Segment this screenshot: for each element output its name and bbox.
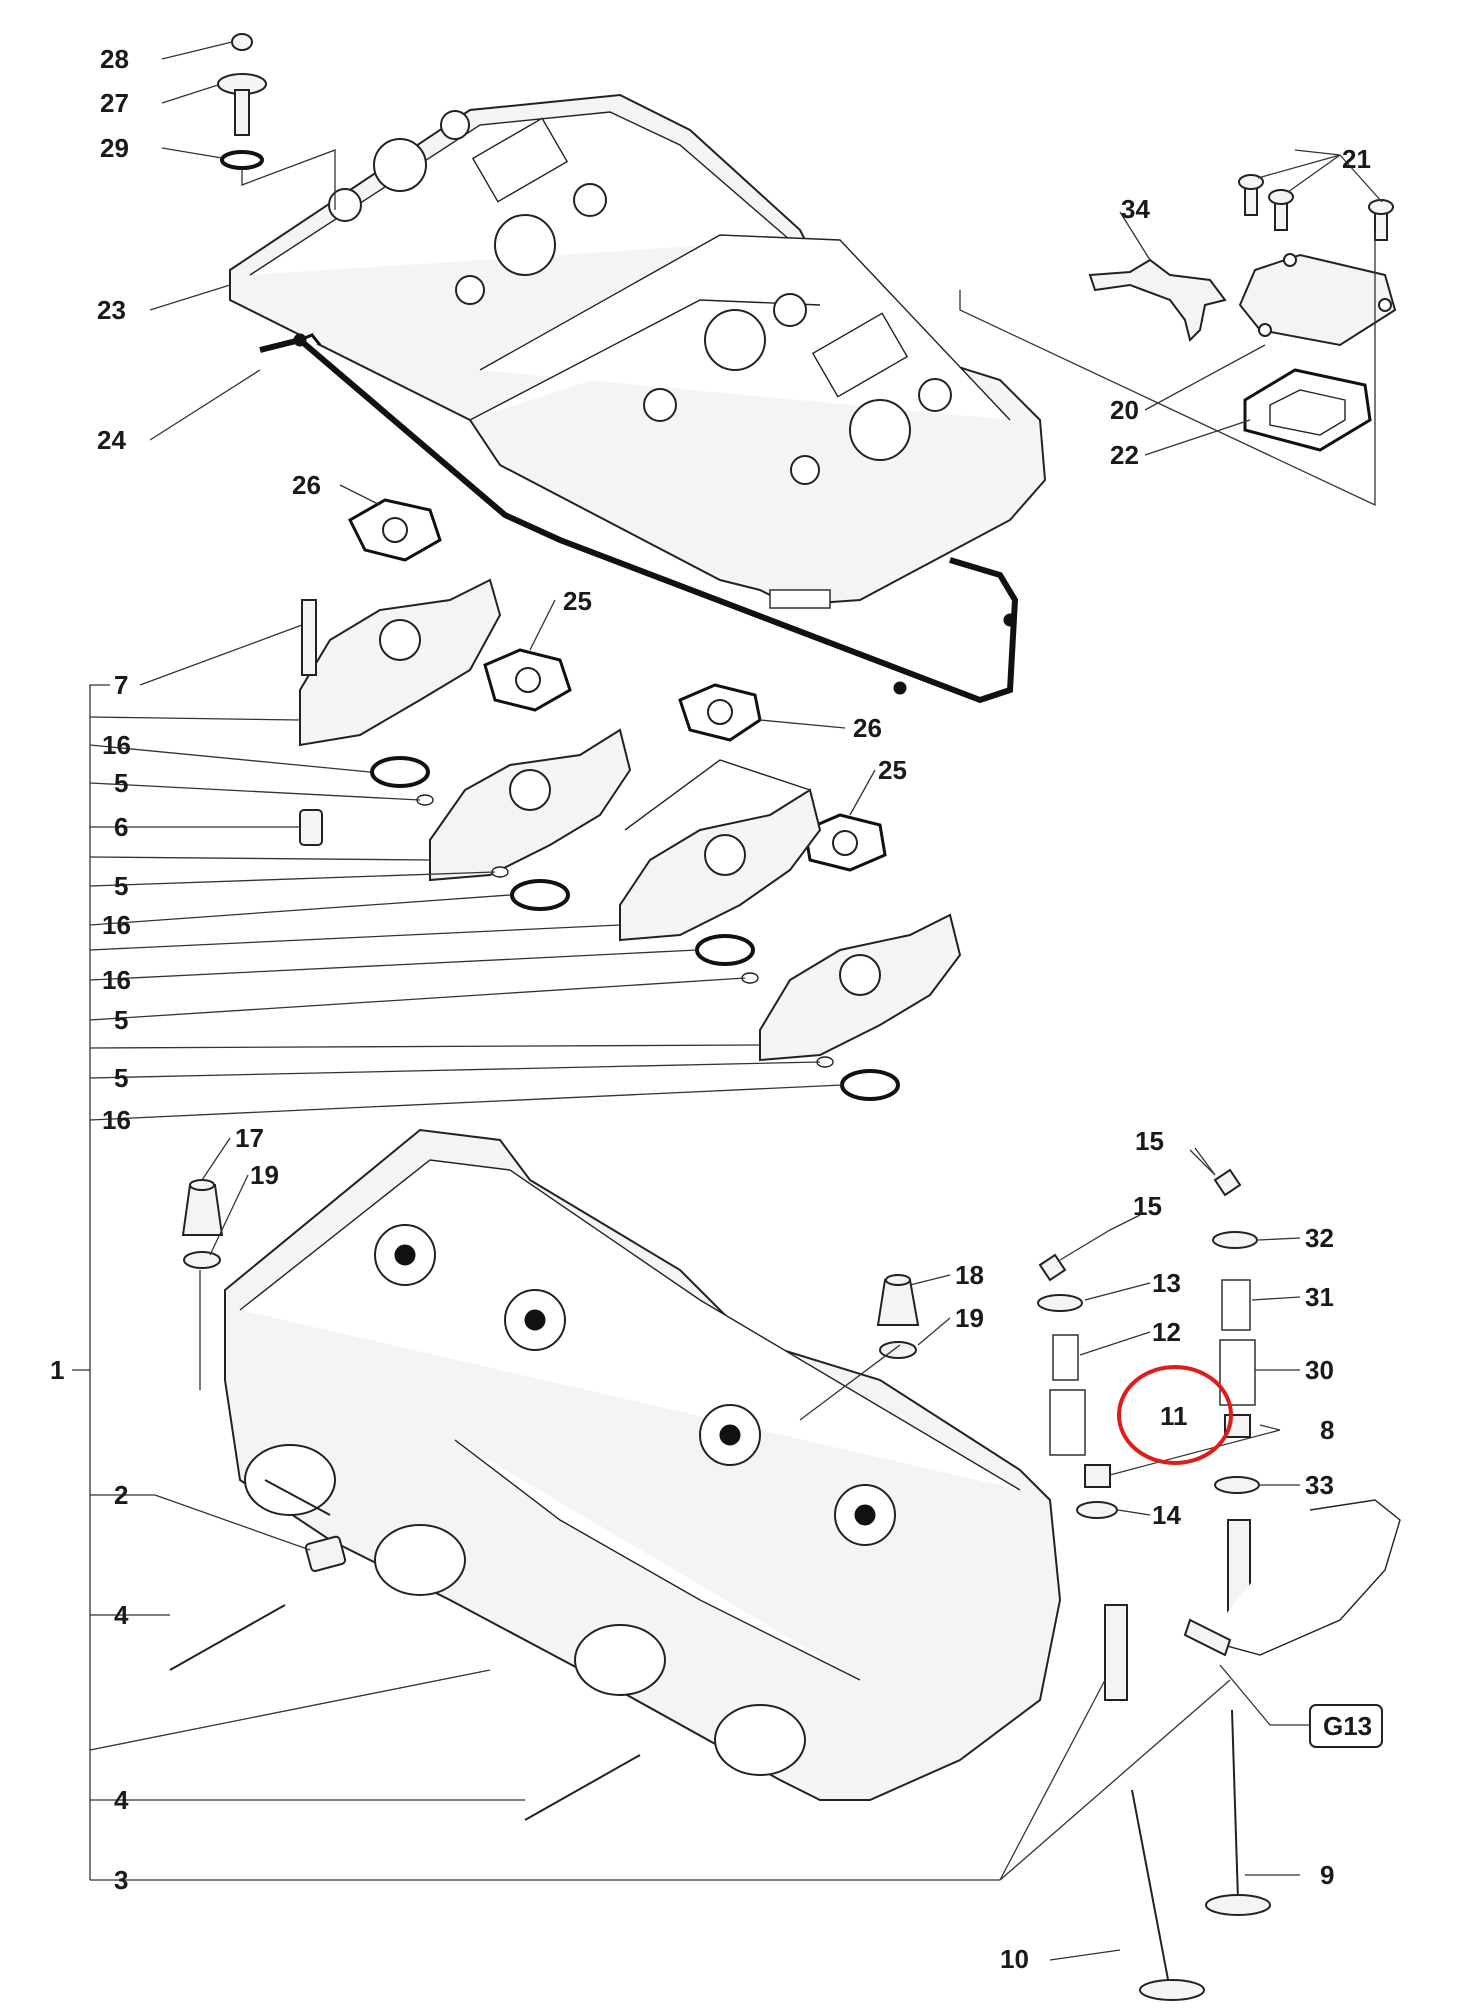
callout-30: 30 [1305,1355,1334,1385]
valve-cover [229,93,1047,609]
callout-32: 32 [1305,1223,1334,1253]
callout-4-a: 4 [114,1600,129,1630]
seat-14 [1076,1501,1118,1519]
callout-19-b: 19 [955,1303,984,1333]
callout-17: 17 [235,1123,264,1153]
callout-18: 18 [955,1260,984,1290]
callout-27: 27 [100,88,129,118]
cylinder-head [224,1128,1062,1801]
dowel-6 [299,809,323,846]
head-studs [169,1535,641,1821]
callout-13: 13 [1152,1268,1181,1298]
valve-guide-a [1104,1604,1128,1701]
plug-2 [304,1535,347,1573]
callout-25-upper: 25 [563,586,592,616]
highlight-circle-callout-11 [1117,1365,1233,1465]
oring-29 [220,150,264,170]
seal-18 [876,1279,920,1326]
cam-cap-gaskets [348,498,887,872]
callout-29: 29 [100,133,129,163]
callout-16-a: 16 [102,730,131,760]
breather-cover-20 [1238,253,1397,347]
callout-16-b: 16 [102,910,131,940]
spring-31 [1221,1279,1251,1331]
callout-labels: 28 27 29 23 24 26 25 26 25 34 21 20 22 7… [50,44,1371,1974]
callout-11: 11 [1160,1401,1188,1431]
callout-8: 8 [1320,1415,1334,1445]
callout-34: 34 [1121,194,1150,224]
breather-plate-34 [1088,258,1227,342]
valve-9 [1231,1709,1239,1901]
callout-22: 22 [1110,440,1139,470]
spring-11 [1049,1389,1086,1456]
callout-24: 24 [97,425,126,455]
callout-15-a: 15 [1133,1191,1162,1221]
valve-stem-seals [181,1179,920,1359]
reference-box-g13: G13 [1309,1704,1383,1748]
callout-16-c: 16 [102,965,131,995]
valve-train [1037,1168,1401,2001]
keeper-15a [1038,1253,1067,1282]
callout-2: 2 [114,1480,128,1510]
callout-5-c: 5 [114,1005,128,1035]
callout-21: 21 [1342,144,1371,174]
spring-12 [1052,1334,1079,1381]
breather-hose [1204,1499,1401,1656]
valve-10 [1131,1789,1171,1991]
seal-8a [1084,1464,1111,1488]
seat-33 [1214,1476,1260,1494]
callout-33: 33 [1305,1470,1334,1500]
callout-5-a: 5 [114,768,128,798]
seal-17 [181,1184,224,1236]
callout-19-a: 19 [250,1160,279,1190]
retainer-32 [1212,1231,1258,1249]
callout-5-d: 5 [114,1063,128,1093]
valve-cover-gasket [259,333,1019,704]
fitting [1183,1618,1232,1657]
callout-26-upper: 26 [292,470,321,500]
callout-3: 3 [114,1865,128,1895]
callout-12: 12 [1152,1317,1181,1347]
callout-31: 31 [1305,1282,1334,1312]
callout-10: 10 [1000,1944,1029,1974]
callout-14: 14 [1152,1500,1181,1530]
callout-6: 6 [114,812,128,842]
retainer-13 [1037,1294,1083,1312]
breather-cover-assembly [1088,174,1397,452]
callout-1: 1 [50,1355,64,1385]
callout-15-b: 15 [1135,1126,1164,1156]
washer-19a [183,1251,221,1269]
cover-bolt-assembly [217,33,336,210]
keeper-15b [1213,1168,1242,1197]
callout-4-b: 4 [114,1785,129,1815]
bolt-shank-27 [234,89,250,136]
callout-23: 23 [97,295,126,325]
callout-5-b: 5 [114,871,128,901]
callout-25-lower: 25 [878,755,907,785]
callout-28: 28 [100,44,129,74]
reference-box-label: G13 [1323,1711,1372,1741]
callout-20: 20 [1110,395,1139,425]
callout-9: 9 [1320,1860,1334,1890]
leader-lines [72,41,1383,1961]
plug-28 [231,33,253,51]
callout-26-lower: 26 [853,713,882,743]
camshaft-caps [299,578,962,1062]
callout-7: 7 [114,670,128,700]
callout-16-d: 16 [102,1105,131,1135]
